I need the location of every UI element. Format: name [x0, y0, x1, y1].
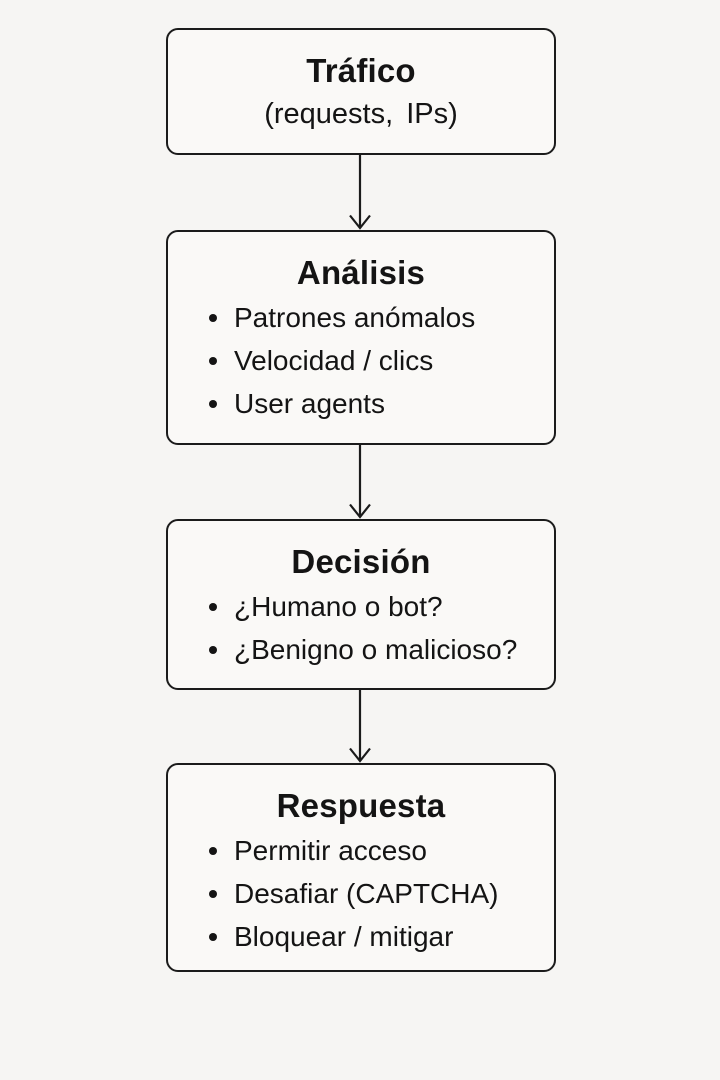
list-item: Desafiar (CAPTCHA) — [168, 872, 554, 915]
list-item: Permitir acceso — [168, 829, 554, 872]
node-bullet-list: ¿Humano o bot? ¿Benigno o malicioso? — [168, 585, 554, 671]
arrow-down-icon — [346, 445, 374, 519]
arrow-down-icon — [346, 155, 374, 230]
bullet-text: Bloquear / mitigar — [234, 921, 454, 952]
list-item: Bloquear / mitigar — [168, 915, 554, 958]
node-bullet-list: Permitir acceso Desafiar (CAPTCHA) Bloqu… — [168, 829, 554, 958]
bullet-text: ¿Humano o bot? — [234, 591, 443, 622]
node-title: Tráfico — [306, 52, 416, 89]
bullet-icon — [209, 932, 217, 941]
bullet-text: Velocidad / clics — [234, 345, 434, 376]
node-bullet-list: Patrones anómalos Velocidad / clics User… — [168, 296, 554, 425]
bullet-icon — [209, 889, 217, 898]
bullet-text: Permitir acceso — [234, 835, 427, 866]
flow-node-analisis: Análisis Patrones anómalos Velocidad / c… — [166, 230, 556, 445]
bullet-icon — [209, 645, 217, 654]
bullet-text: Desafiar (CAPTCHA) — [234, 878, 499, 909]
bullet-icon — [209, 602, 217, 611]
bullet-text: ¿Benigno o malicioso? — [234, 634, 518, 665]
bullet-icon — [209, 846, 217, 855]
bullet-text: Patrones anómalos — [234, 302, 476, 333]
bullet-text: User agents — [234, 388, 385, 419]
arrow-down-icon — [346, 690, 374, 763]
flow-node-decision: Decisión ¿Humano o bot? ¿Benigno o malic… — [166, 519, 556, 690]
bullet-icon — [209, 313, 217, 322]
node-subtitle: (requests, IPs) — [264, 98, 458, 130]
node-title: Decisión — [291, 543, 431, 580]
node-title: Respuesta — [276, 787, 446, 824]
flow-node-respuesta: Respuesta Permitir acceso Desafiar (CAPT… — [166, 763, 556, 972]
node-title: Análisis — [296, 254, 426, 291]
list-item: User agents — [168, 382, 554, 425]
bullet-icon — [209, 356, 217, 365]
bullet-icon — [209, 399, 217, 408]
flow-node-trafico: Tráfico (requests, IPs) — [166, 28, 556, 155]
list-item: ¿Benigno o malicioso? — [168, 628, 554, 671]
list-item: Velocidad / clics — [168, 339, 554, 382]
list-item: ¿Humano o bot? — [168, 585, 554, 628]
list-item: Patrones anómalos — [168, 296, 554, 339]
